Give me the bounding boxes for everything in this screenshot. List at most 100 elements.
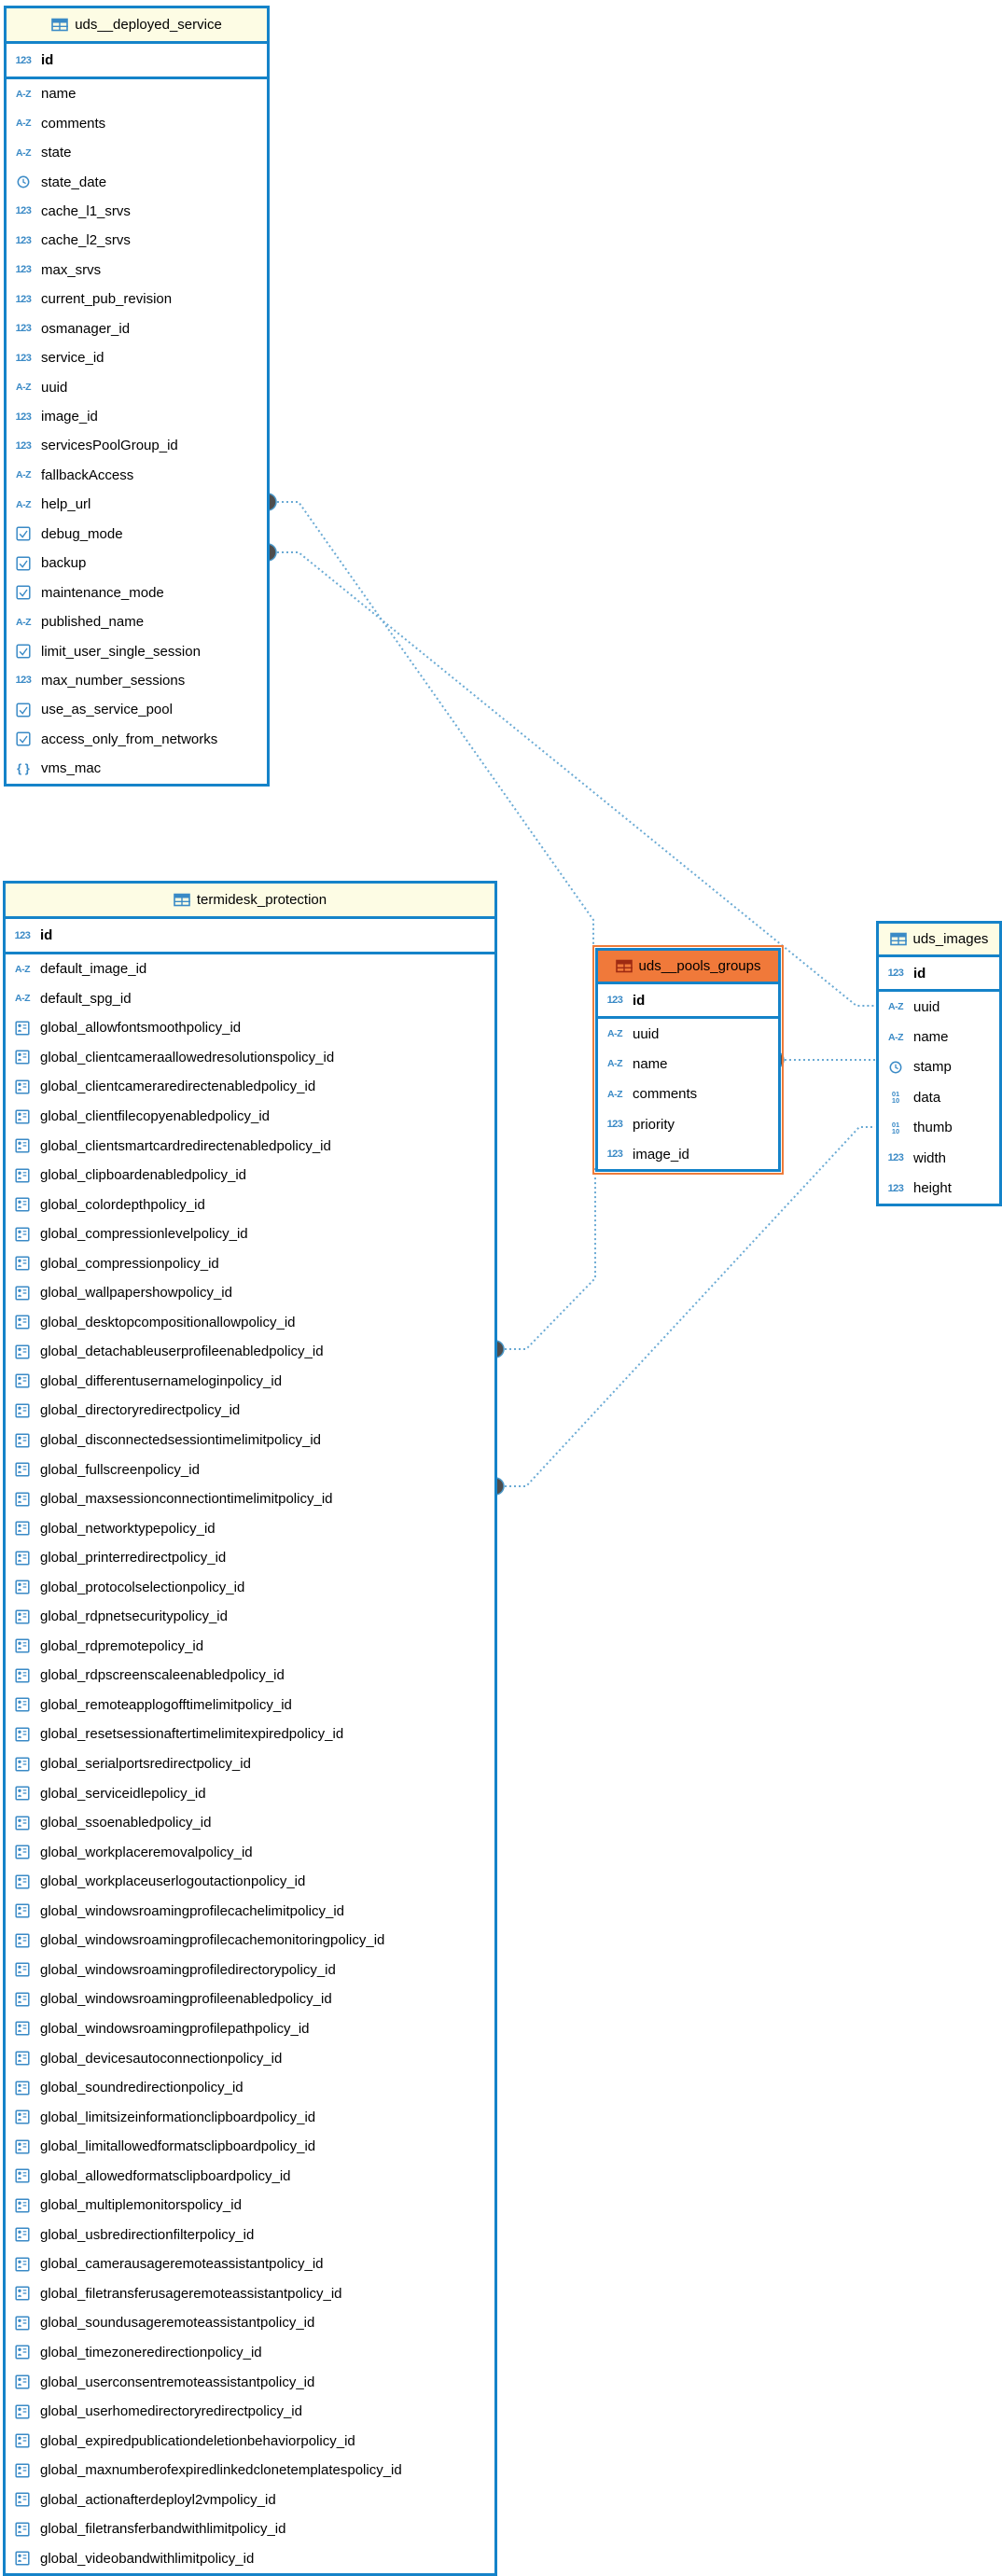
column-row[interactable]: global_usbredirectionfilterpolicy_id	[6, 2221, 494, 2250]
column-row[interactable]: global_timezoneredirectionpolicy_id	[6, 2338, 494, 2368]
column-row[interactable]: global_clientcameraallowedresolutionspol…	[6, 1043, 494, 1073]
column-row[interactable]: limit_user_single_session	[7, 636, 267, 665]
column-row[interactable]: use_as_service_pool	[7, 695, 267, 724]
column-row[interactable]: global_colordepthpolicy_id	[6, 1190, 494, 1219]
column-row[interactable]: global_networktypepolicy_id	[6, 1513, 494, 1543]
column-row[interactable]: global_compressionpolicy_id	[6, 1248, 494, 1278]
column-row[interactable]: global_limitsizeinformationclipboardpoli…	[6, 2102, 494, 2132]
column-row[interactable]: global_wallpapershowpolicy_id	[6, 1278, 494, 1308]
column-row[interactable]: global_maxnumberofexpiredlinkedclonetemp…	[6, 2456, 494, 2485]
column-row[interactable]: global_devicesautoconnectionpolicy_id	[6, 2043, 494, 2073]
column-row[interactable]: global_detachableuserprofileenabledpolic…	[6, 1337, 494, 1367]
column-row[interactable]: global_differentusernameloginpolicy_id	[6, 1367, 494, 1397]
column-row[interactable]: global_clientsmartcardredirectenabledpol…	[6, 1131, 494, 1161]
column-row[interactable]: global_userconsentremoteassistantpolicy_…	[6, 2367, 494, 2397]
column-row[interactable]: global_videobandwithlimitpolicy_id	[6, 2544, 494, 2574]
column-row[interactable]: { }vms_mac	[7, 754, 267, 783]
column-row[interactable]: global_fullscreenpolicy_id	[6, 1455, 494, 1484]
column-row[interactable]: global_soundredirectionpolicy_id	[6, 2073, 494, 2103]
column-row[interactable]: global_filetransferbandwithlimitpolicy_i…	[6, 2514, 494, 2544]
column-row[interactable]: access_only_from_networks	[7, 725, 267, 754]
column-row[interactable]: global_clientfilecopyenabledpolicy_id	[6, 1102, 494, 1132]
column-row[interactable]: maintenance_mode	[7, 578, 267, 606]
column-row[interactable]: global_windowsroamingprofilepathpolicy_i…	[6, 2014, 494, 2044]
column-row[interactable]: global_rdpscreenscaleenabledpolicy_id	[6, 1661, 494, 1691]
table-header[interactable]: uds_images	[879, 924, 999, 957]
table-header[interactable]: uds__pools_groups	[598, 951, 778, 984]
column-row[interactable]: global_printerredirectpolicy_id	[6, 1543, 494, 1573]
column-row[interactable]: global_camerausageremoteassistantpolicy_…	[6, 2249, 494, 2279]
column-row[interactable]: global_windowsroamingprofileenabledpolic…	[6, 1984, 494, 2014]
column-row[interactable]: global_workplaceremovalpolicy_id	[6, 1837, 494, 1867]
column-row[interactable]: global_allowedformatsclipboardpolicy_id	[6, 2161, 494, 2191]
column-row[interactable]: global_windowsroamingprofilecachelimitpo…	[6, 1897, 494, 1927]
table-header[interactable]: termidesk_protection	[6, 884, 494, 919]
column-row[interactable]: global_windowsroamingprofilecachemonitor…	[6, 1926, 494, 1956]
column-row[interactable]: global_actionafterdeployl2vmpolicy_id	[6, 2485, 494, 2514]
column-row[interactable]: global_disconnectedsessiontimelimitpolic…	[6, 1426, 494, 1455]
column-row[interactable]: global_allowfontsmoothpolicy_id	[6, 1013, 494, 1043]
column-row[interactable]: global_resetsessionaftertimelimitexpired…	[6, 1720, 494, 1749]
column-row[interactable]: global_limitallowedformatsclipboardpolic…	[6, 2132, 494, 2162]
column-row[interactable]: global_rdpnetsecuritypolicy_id	[6, 1602, 494, 1632]
column-row[interactable]: global_soundusageremoteassistantpolicy_i…	[6, 2308, 494, 2338]
column-row[interactable]: global_clientcameraredirectenabledpolicy…	[6, 1072, 494, 1102]
column-row[interactable]: global_workplaceuserlogoutactionpolicy_i…	[6, 1867, 494, 1897]
column-row[interactable]: global_rdpremotepolicy_id	[6, 1632, 494, 1662]
column-row[interactable]: global_multiplemonitorspolicy_id	[6, 2191, 494, 2221]
table-header[interactable]: uds__deployed_service	[7, 8, 267, 44]
column-row[interactable]: global_remoteapplogofftimelimitpolicy_id	[6, 1691, 494, 1720]
column-row[interactable]: state_date	[7, 167, 267, 196]
column-row[interactable]: global_serialportsredirectpolicy_id	[6, 1749, 494, 1779]
column-row[interactable]: stamp	[879, 1052, 999, 1082]
column-row[interactable]: global_serviceidlepolicy_id	[6, 1778, 494, 1808]
column-row[interactable]: global_desktopcompositionallowpolicy_id	[6, 1308, 494, 1338]
column-row[interactable]: debug_mode	[7, 520, 267, 549]
column-row[interactable]: global_userhomedirectoryredirectpolicy_i…	[6, 2397, 494, 2427]
column-row[interactable]: global_protocolselectionpolicy_id	[6, 1572, 494, 1602]
column-row[interactable]: backup	[7, 549, 267, 578]
column-row[interactable]: global_ssoenabledpolicy_id	[6, 1808, 494, 1838]
column-row[interactable]: global_directoryredirectpolicy_id	[6, 1396, 494, 1426]
column-row[interactable]: global_compressionlevelpolicy_id	[6, 1219, 494, 1249]
column-row[interactable]: global_expiredpublicationdeletionbehavio…	[6, 2426, 494, 2456]
column-row[interactable]: global_windowsroamingprofiledirectorypol…	[6, 1956, 494, 1985]
column-row[interactable]: global_filetransferusageremoteassistantp…	[6, 2279, 494, 2309]
column-row[interactable]: global_clipboardenabledpolicy_id	[6, 1161, 494, 1191]
